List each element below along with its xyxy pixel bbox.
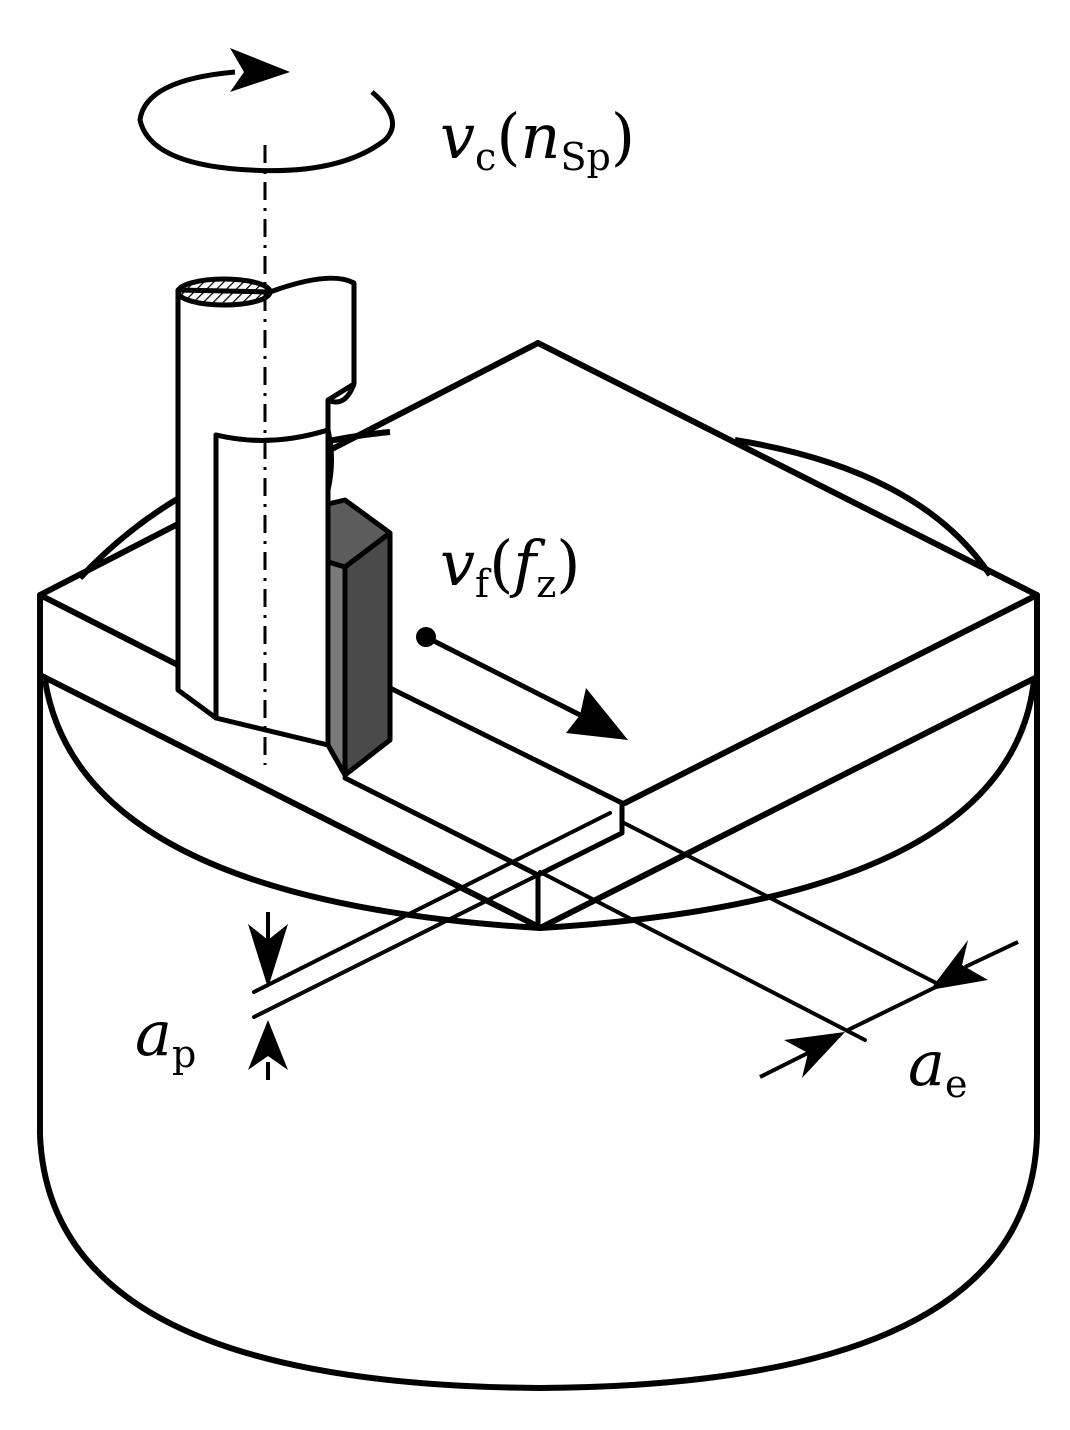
feed-arrowhead: [566, 688, 628, 740]
ae-left-shaft: [759, 1051, 809, 1079]
tool-flute-edge: [325, 383, 357, 491]
chip-front-face: [342, 530, 393, 778]
ap-lower-extension: [252, 831, 624, 1019]
rotation-arrow: [137, 48, 395, 174]
feed-arrow: [416, 627, 628, 740]
feed-shaft: [424, 634, 592, 723]
slab-top-back-left-edge: [327, 340, 541, 453]
ae-left-arrowhead: [784, 1032, 845, 1078]
ap-bottom-arrowhead: [248, 1020, 288, 1070]
slab-top-back-left-edge-lower: [37, 521, 181, 598]
extension-lines: [252, 811, 942, 1042]
slab-left-bottom-edge: [37, 672, 538, 928]
label-cutting-speed: vc(nSp): [440, 100, 635, 179]
slab-right-top-edge: [622, 592, 1040, 806]
chip-side-face: [325, 559, 348, 778]
chip: [325, 497, 393, 778]
tool-cross-section: [175, 276, 273, 308]
ap-top-arrowhead: [248, 924, 288, 988]
rotation-arrowhead: [230, 48, 290, 92]
ae-dimension: [759, 940, 1019, 1079]
ae-right-arrowhead: [930, 940, 988, 990]
ae-right-shaft: [964, 940, 1019, 969]
slab-right-bottom-edge: [537, 674, 1040, 931]
slab-left-top-edge: [37, 592, 181, 668]
ae-left-extension: [538, 870, 867, 1042]
rotation-arc: [137, 69, 395, 174]
tool-flute-front: [213, 427, 331, 748]
ae-baseline: [847, 983, 941, 1032]
ap-dimension: [248, 912, 288, 1080]
label-feed-velocity: vf(fz): [440, 527, 581, 606]
label-depth-of-cut: ap: [135, 997, 196, 1076]
cylinder-bottom-arc: [37, 1134, 1040, 1391]
label-width-of-cut: ae: [908, 1027, 967, 1106]
ae-right-extension: [620, 820, 942, 987]
ap-upper-extension: [252, 811, 612, 994]
milling-tool: [175, 275, 357, 748]
slab-top-back-right-edge: [535, 340, 1040, 598]
